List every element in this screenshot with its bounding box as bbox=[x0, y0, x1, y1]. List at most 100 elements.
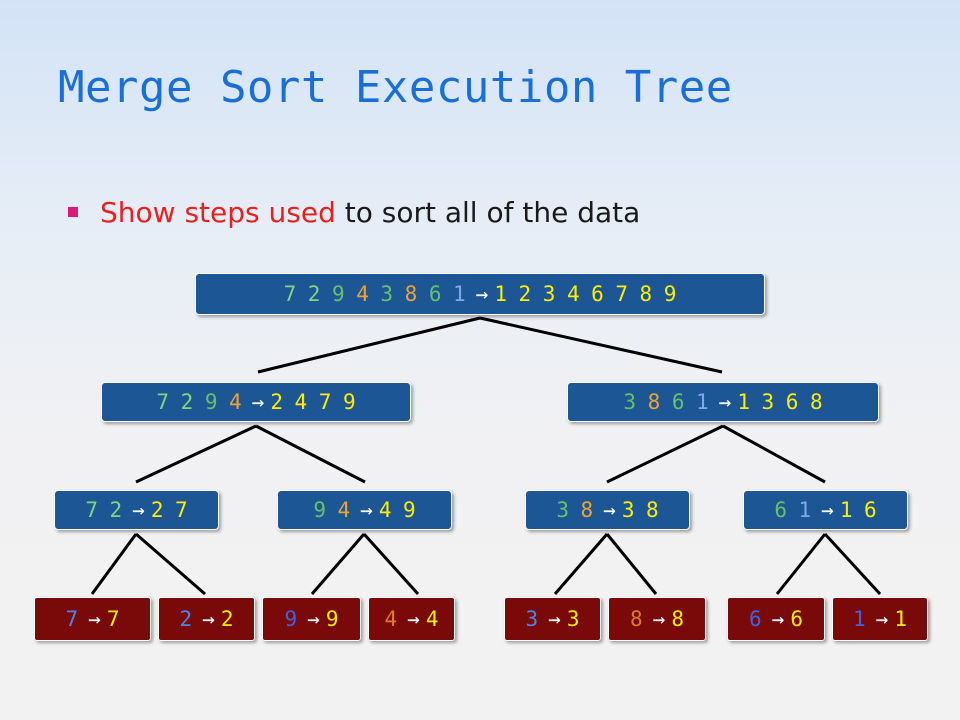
bullet-highlight: Show steps used bbox=[100, 196, 336, 229]
arrow-icon: → bbox=[307, 607, 320, 631]
node-output-digit: 3 bbox=[621, 498, 635, 522]
bullet-marker-icon bbox=[68, 207, 78, 217]
node-input-digit: 2 bbox=[109, 498, 123, 522]
tree-edge-ll-a bbox=[90, 533, 138, 595]
node-output-digit: 1 bbox=[894, 607, 907, 631]
node-output-digit: 8 bbox=[646, 498, 659, 522]
tree-node-g: 6→6 bbox=[727, 597, 825, 641]
page-title: Merge Sort Execution Tree bbox=[58, 62, 733, 113]
node-output-digit: 6 bbox=[790, 607, 803, 631]
tree-edge-l-lr bbox=[255, 424, 366, 484]
node-output-digit: 1 bbox=[494, 282, 507, 306]
tree-edge-lr-d bbox=[362, 532, 420, 596]
tree-edge-ll-b bbox=[135, 532, 206, 596]
node-input-digit: 3 bbox=[556, 498, 569, 522]
node-input-digit: 6 bbox=[428, 282, 442, 306]
node-output-digit: 7 bbox=[175, 498, 188, 522]
tree-node-a: 7→7 bbox=[34, 597, 151, 641]
node-input-digit: 3 bbox=[623, 390, 637, 414]
arrow-icon: → bbox=[251, 390, 265, 414]
node-input-digit: 4 bbox=[384, 607, 398, 631]
tree-edge-lr-c bbox=[310, 533, 366, 595]
node-output-digit: 9 bbox=[342, 390, 356, 414]
node-output-digit: 2 bbox=[270, 390, 283, 414]
node-input-digit: 9 bbox=[284, 607, 298, 631]
node-input-digit: 9 bbox=[313, 498, 326, 522]
arrow-icon: → bbox=[132, 498, 145, 522]
tree-node-e: 3→3 bbox=[504, 597, 601, 641]
node-output-digit: 2 bbox=[518, 282, 532, 306]
tree-edge-rl-f bbox=[605, 533, 658, 595]
node-input-digit: 1 bbox=[798, 498, 812, 522]
node-output-digit: 6 bbox=[591, 282, 604, 306]
arrow-icon: → bbox=[202, 607, 215, 631]
arrow-icon: → bbox=[652, 607, 666, 631]
arrow-icon: → bbox=[88, 607, 101, 631]
arrow-icon: → bbox=[407, 607, 420, 631]
arrow-icon: → bbox=[360, 498, 373, 522]
tree-node-d: 4→4 bbox=[368, 597, 455, 641]
node-input-digit: 8 bbox=[404, 282, 418, 306]
node-output-digit: 6 bbox=[785, 390, 799, 414]
tree-edge-r-rl bbox=[606, 424, 724, 484]
node-input-digit: 1 bbox=[853, 607, 866, 631]
tree-node-h: 1→1 bbox=[832, 597, 928, 641]
node-output-digit: 8 bbox=[671, 607, 684, 631]
arrow-icon: → bbox=[475, 282, 489, 306]
node-input-digit: 1 bbox=[453, 282, 466, 306]
tree-edge-root-r bbox=[479, 316, 723, 374]
node-output-digit: 4 bbox=[294, 390, 308, 414]
tree-edge-rr-g bbox=[775, 533, 827, 595]
node-output-digit: 1 bbox=[839, 498, 853, 522]
arrow-icon: → bbox=[548, 607, 561, 631]
node-output-digit: 2 bbox=[220, 607, 234, 631]
node-input-digit: 8 bbox=[630, 607, 643, 631]
tree-node-c: 9→9 bbox=[262, 597, 361, 641]
arrow-icon: → bbox=[771, 607, 785, 631]
node-input-digit: 8 bbox=[580, 498, 594, 522]
node-input-digit: 6 bbox=[671, 390, 685, 414]
node-output-digit: 7 bbox=[615, 282, 628, 306]
bullet-point: Show steps used to sort all of the data bbox=[68, 196, 640, 229]
tree-edge-root-l bbox=[257, 316, 481, 374]
node-input-digit: 2 bbox=[180, 390, 194, 414]
node-input-digit: 2 bbox=[307, 282, 321, 306]
node-output-digit: 8 bbox=[809, 390, 823, 414]
node-output-digit: 3 bbox=[761, 390, 775, 414]
node-input-digit: 6 bbox=[774, 498, 787, 522]
node-output-digit: 9 bbox=[663, 282, 677, 306]
node-input-digit: 4 bbox=[229, 390, 242, 414]
tree-edge-l-ll bbox=[135, 424, 257, 484]
node-input-digit: 3 bbox=[525, 607, 539, 631]
tree-edge-r-rr bbox=[722, 424, 826, 484]
arrow-icon: → bbox=[603, 498, 616, 522]
node-input-digit: 6 bbox=[749, 607, 762, 631]
tree-edge-rl-e bbox=[553, 533, 609, 595]
arrow-icon: → bbox=[718, 390, 732, 414]
arrow-icon: → bbox=[821, 498, 834, 522]
node-output-digit: 8 bbox=[639, 282, 653, 306]
node-input-digit: 4 bbox=[337, 498, 351, 522]
node-input-digit: 1 bbox=[696, 390, 709, 414]
node-input-digit: 7 bbox=[156, 390, 170, 414]
tree-edge-rr-h bbox=[823, 532, 882, 596]
node-output-digit: 4 bbox=[566, 282, 580, 306]
arrow-icon: → bbox=[875, 607, 889, 631]
node-output-digit: 3 bbox=[542, 282, 556, 306]
tree-node-b: 2→2 bbox=[158, 597, 255, 641]
node-input-digit: 7 bbox=[85, 498, 98, 522]
node-input-digit: 4 bbox=[356, 282, 369, 306]
node-input-digit: 3 bbox=[380, 282, 394, 306]
node-output-digit: 4 bbox=[378, 498, 392, 522]
node-input-digit: 7 bbox=[65, 607, 79, 631]
node-output-digit: 1 bbox=[737, 390, 750, 414]
tree-node-f: 8→8 bbox=[608, 597, 706, 641]
node-output-digit: 3 bbox=[566, 607, 580, 631]
